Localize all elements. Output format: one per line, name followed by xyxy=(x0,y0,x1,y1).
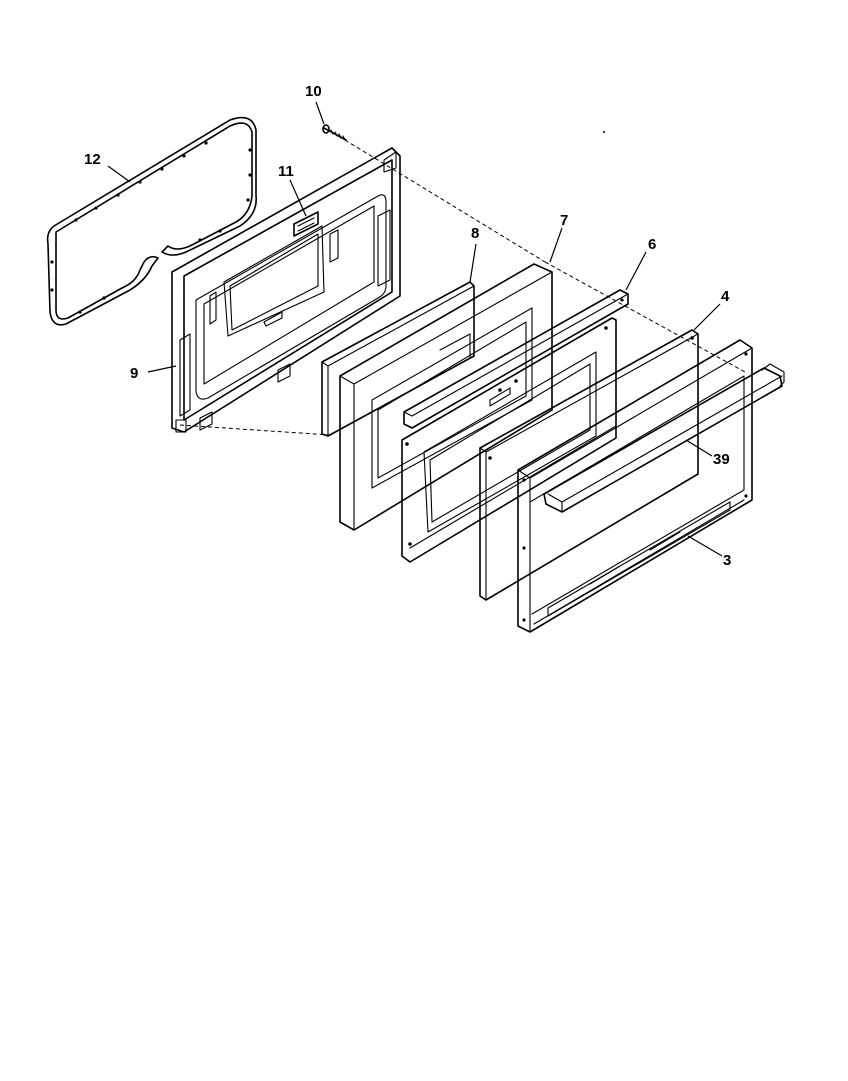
latch-bracket-part-11 xyxy=(293,211,319,237)
outer-door-panel-part-3 xyxy=(517,339,753,633)
callout-7: 7 xyxy=(560,212,568,229)
callout-12: 12 xyxy=(84,151,101,168)
door-gasket-part-12 xyxy=(46,116,257,326)
callout-39: 39 xyxy=(713,451,730,468)
door-handle-part-39 xyxy=(543,363,785,513)
glass-retainer-frame-part-6 xyxy=(401,289,629,563)
callout-labels: 10 12 11 8 7 6 4 9 39 3 xyxy=(84,83,731,569)
glass-panel-part-4 xyxy=(479,329,699,601)
callout-4: 4 xyxy=(721,288,730,305)
leader-lines xyxy=(107,101,723,557)
door-frame-part-7 xyxy=(339,263,553,531)
callout-9: 9 xyxy=(130,365,138,382)
callout-10: 10 xyxy=(305,83,322,100)
callout-11: 11 xyxy=(278,163,294,180)
callout-3: 3 xyxy=(723,552,731,569)
speck-mark xyxy=(603,131,605,133)
inner-door-liner-part-9 xyxy=(171,147,401,433)
callout-8: 8 xyxy=(471,225,479,242)
callout-6: 6 xyxy=(648,236,656,253)
screw-part-10 xyxy=(322,124,347,141)
alignment-lines xyxy=(179,139,746,436)
